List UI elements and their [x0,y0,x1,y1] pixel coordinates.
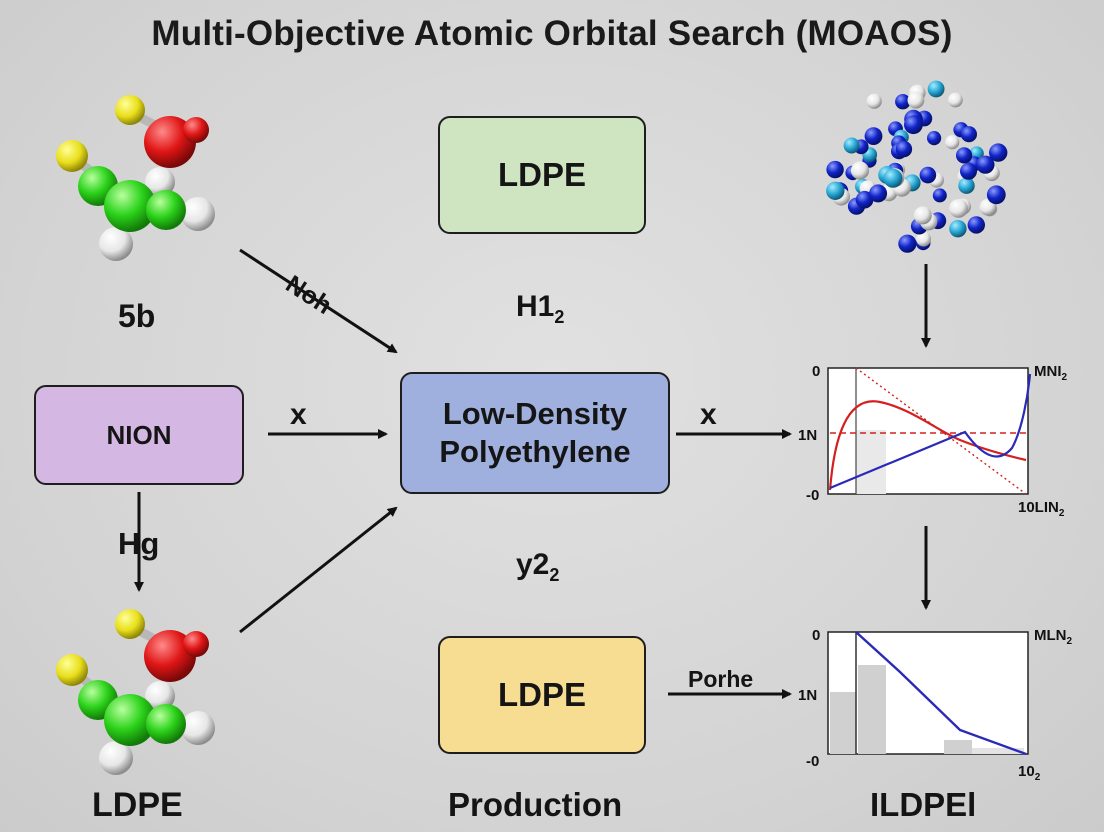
cluster-atom [960,126,977,143]
h1-subscript: 2 [554,307,565,327]
cluster-atom [958,177,975,194]
cluster-atom [864,127,883,145]
cluster-atom [883,168,903,188]
cluster-atom [898,234,917,253]
cluster-atom [895,94,911,110]
cluster-atom [826,160,844,179]
cluster-atom [855,190,874,209]
cluster-atom [949,220,967,238]
cluster-atom [826,181,845,200]
ldpe-top-box: LDPE [438,116,646,234]
ldpe-bottom-label: LDPE [497,676,586,713]
cluster-atom [945,135,960,150]
molecule-top-label: 5b [118,298,156,334]
cluster-atom [932,188,947,203]
cluster-atom [916,231,931,247]
cluster-atom [960,162,977,180]
x-left-label: x [290,398,307,431]
molecule-top-image [56,95,215,261]
cluster-atom [907,91,925,109]
arrow-noh [239,248,398,354]
porhe-label: Porhe [688,666,754,692]
y2-text: y2 [516,548,550,581]
arrow-bottom-diag [239,506,398,634]
hg-label: Hg [118,526,160,561]
ldpe-bottom-box: LDPE [438,636,646,754]
cluster-atom [976,155,995,174]
ildpe-label: ILDPEl [870,786,977,823]
cluster-atom [948,92,963,108]
cluster-atom [866,93,882,109]
center-polyethylene-box: Low-Density Polyethylene [400,372,670,494]
cluster-atom [843,137,860,154]
molecule-bottom-label: LDPE [92,786,183,824]
h1-label: H12 [516,290,564,328]
cluster-atom [869,184,888,203]
center-label-line2: Polyethylene [439,434,631,469]
cluster-atom [956,147,973,164]
y2-label: y22 [516,548,559,586]
h1-text: H1 [516,290,555,323]
cluster-atom [850,161,870,180]
cluster-atom [913,206,932,225]
cluster-atom [927,131,942,146]
nion-label: NION [106,419,172,450]
cluster-atom [967,216,985,234]
center-label-line1: Low-Density [442,396,628,431]
cluster-atom [986,185,1006,205]
y2-subscript: 2 [549,565,560,585]
x-right-label: x [700,398,717,431]
production-label: Production [448,786,623,823]
cluster-atom [927,80,945,98]
cluster-atom [989,143,1008,162]
atom-cluster-image [826,80,1008,253]
molecule-bottom-image [56,609,215,775]
ldpe-top-label: LDPE [497,156,586,193]
nion-box: NION [34,385,244,485]
cluster-atom [895,140,913,158]
cluster-atom [919,166,937,184]
diagram-title: Multi-Objective Atomic Orbital Search (M… [151,14,953,53]
cluster-atom [904,115,923,135]
cluster-atom [949,199,968,218]
